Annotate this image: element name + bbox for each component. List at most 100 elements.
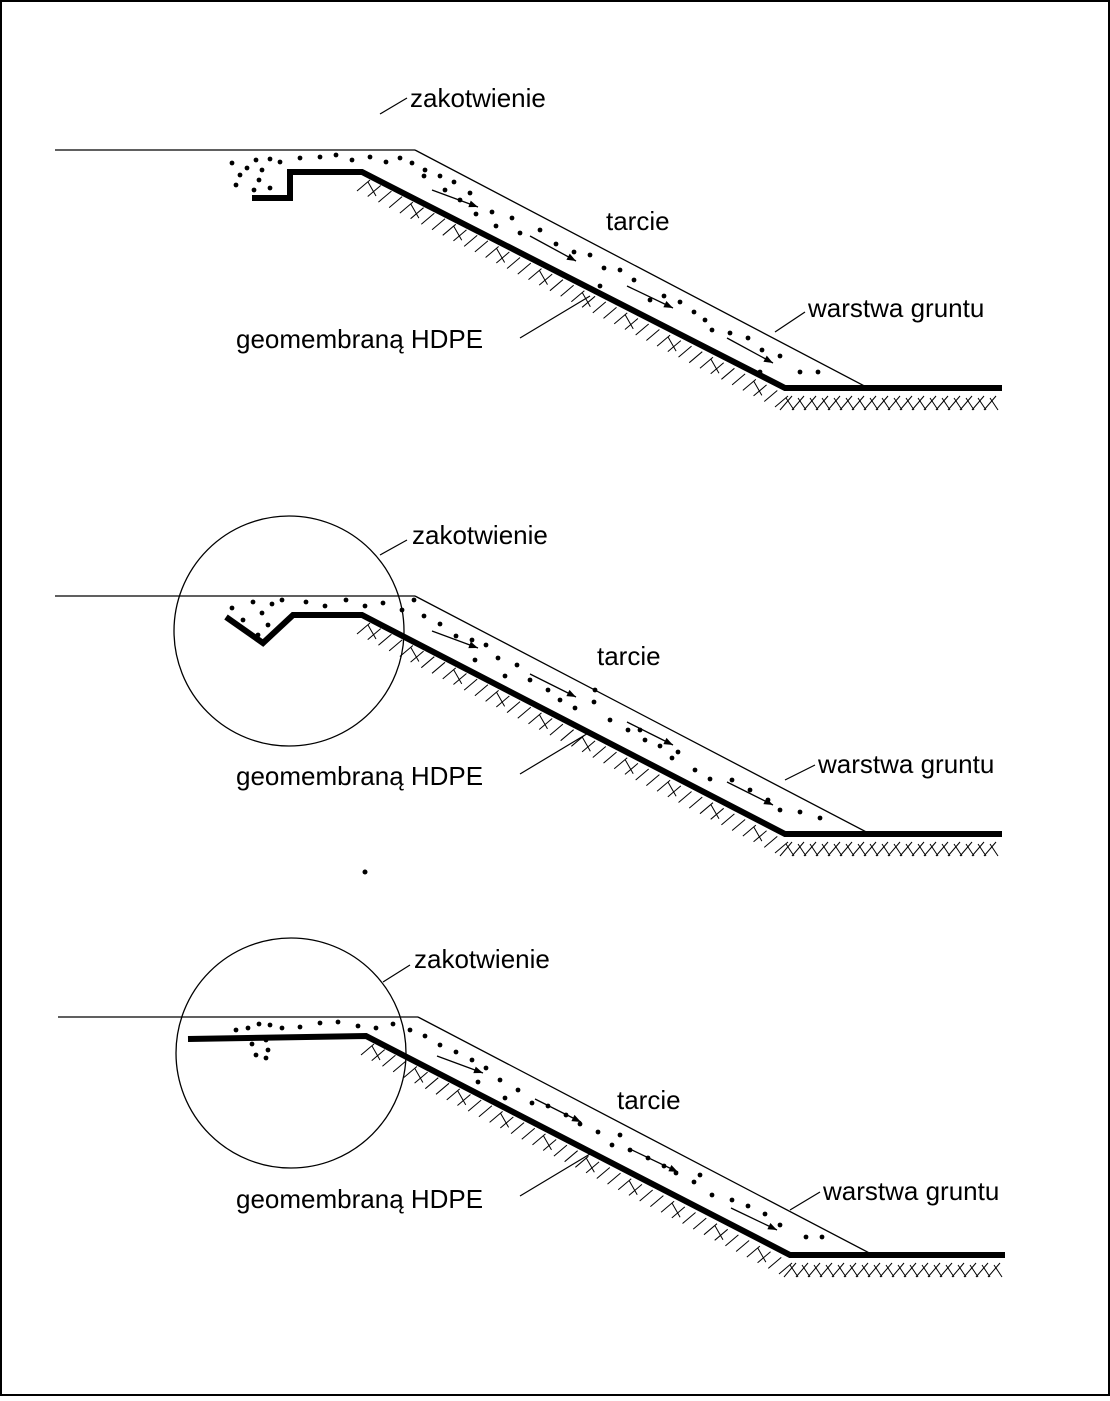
hatch-stroke <box>843 1262 857 1278</box>
soil-particle <box>255 632 261 638</box>
hatch-stroke <box>410 207 424 220</box>
hatch-stroke <box>819 1262 833 1278</box>
hatch-stroke <box>424 1077 439 1090</box>
panel-v-trench-anchor: zakotwienie tarcie geomembraną HDPE wars… <box>55 515 1002 875</box>
soil-particle <box>256 1021 262 1027</box>
hatch-stroke <box>538 273 553 286</box>
hatch-stroke <box>692 1217 707 1230</box>
panel-trench-anchor: zakotwienie tarcie geomembraną HDPE wars… <box>55 83 1002 411</box>
soil-label: warstwa gruntu <box>822 1176 999 1206</box>
hatch-stroke <box>571 290 585 303</box>
friction-arrow-head <box>663 300 673 308</box>
hatch-stroke <box>431 661 446 674</box>
hatch-stroke <box>881 843 891 857</box>
friction-arrow-head <box>663 737 673 745</box>
hatch-stroke <box>356 622 371 635</box>
soil-particle <box>453 633 459 639</box>
soil-particle <box>251 187 257 193</box>
soil-particle <box>422 1033 428 1039</box>
soil-particle <box>759 347 765 353</box>
hatch-stroke <box>624 318 639 330</box>
soil-particle <box>709 1192 715 1198</box>
hatch-stroke <box>767 1257 782 1269</box>
membrane-label: geomembraną HDPE <box>236 1184 483 1214</box>
hatch-stroke <box>549 279 564 292</box>
hatch-stroke <box>667 336 677 352</box>
hatch-stroke <box>863 841 877 857</box>
hatch-stroke <box>549 723 564 736</box>
soil-particle <box>267 1022 273 1028</box>
hatch-stroke <box>813 1264 823 1278</box>
hatch-stroke <box>923 841 937 857</box>
hatch-stroke <box>624 314 634 330</box>
soil-particle <box>233 1027 239 1033</box>
hatch-stroke <box>757 1251 771 1264</box>
hatch-stroke <box>403 1066 418 1078</box>
soil-particle <box>263 1037 269 1043</box>
hatch-stroke <box>500 1113 510 1128</box>
hatch-stroke <box>378 190 392 203</box>
hatch-stroke <box>941 843 951 857</box>
hatch-stroke <box>714 1225 724 1240</box>
hatch-stroke <box>989 843 999 857</box>
hatch-stroke <box>887 841 901 857</box>
hatch-stroke <box>399 645 414 657</box>
friction-arrow-head <box>763 355 773 363</box>
hatch-stroke <box>538 718 553 730</box>
soil-particle <box>669 755 675 761</box>
hatch-stroke <box>791 841 805 857</box>
friction-arrow-head <box>566 689 576 697</box>
hatch-stroke <box>867 1262 881 1278</box>
hdpe-geomembrane <box>224 612 1002 837</box>
hatch-stroke <box>510 1122 525 1134</box>
hatch-stroke <box>628 1180 638 1196</box>
soil-particle <box>587 252 593 258</box>
friction-arrow-head <box>468 641 478 649</box>
hatch-stroke <box>857 843 867 857</box>
hatch-stroke <box>801 1264 811 1278</box>
hatch-stroke <box>624 759 634 775</box>
soil-particle <box>367 154 373 160</box>
soil-particle <box>797 369 803 375</box>
hatch-stroke <box>699 802 714 815</box>
hatch-stroke <box>957 1264 967 1278</box>
soil-particle <box>692 767 698 773</box>
soil-particle <box>411 597 417 603</box>
hatch-stroke <box>667 340 682 352</box>
soil-particle <box>250 599 256 605</box>
hatch-stroke <box>650 1195 664 1207</box>
hatch-stroke <box>753 381 763 396</box>
hatch-stroke <box>682 1212 696 1224</box>
hatch-stroke <box>489 1111 503 1123</box>
membrane-leader-line <box>519 1153 591 1197</box>
hatch-stroke <box>646 774 660 786</box>
hatch-stroke <box>671 1206 686 1219</box>
hatch-stroke <box>785 843 795 857</box>
soil-layer-surface <box>414 149 1000 391</box>
soil-particle <box>729 777 735 783</box>
hatch-stroke <box>827 841 841 857</box>
soil-particle <box>572 705 578 711</box>
soil-particle <box>390 1021 396 1027</box>
panel-runout-anchor: zakotwienie tarcie geomembraną HDPE wars… <box>58 937 1005 1278</box>
hatch-stroke <box>457 1094 471 1106</box>
soil-particle <box>407 1027 413 1033</box>
soil-particle <box>797 809 803 815</box>
soil-particle <box>303 599 309 605</box>
hatch-stroke <box>783 1262 797 1278</box>
hatch-stroke <box>779 841 793 857</box>
friction-arrows <box>431 189 774 364</box>
hatch-stroke <box>809 843 819 857</box>
soil-particle <box>240 617 246 623</box>
hatch-stroke <box>646 329 660 341</box>
hatch-stroke <box>517 262 532 275</box>
hatch-stroke <box>825 1264 835 1278</box>
hatch-stroke <box>803 395 817 411</box>
hatch-stroke <box>763 390 778 402</box>
hatch-stroke <box>528 268 542 280</box>
hatch-stroke <box>909 1264 919 1278</box>
hatch-stroke <box>947 841 961 857</box>
soil-particle <box>515 1087 521 1093</box>
hatch-stroke <box>496 692 506 707</box>
